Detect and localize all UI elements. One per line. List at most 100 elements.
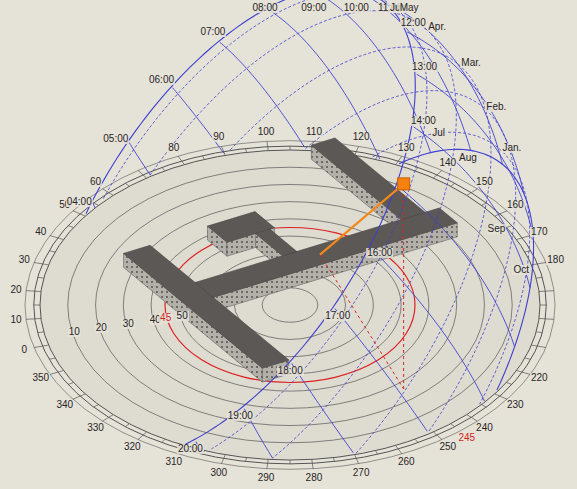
azimuth-tick [536, 277, 542, 279]
azimuth-tick [290, 460, 291, 464]
hour-line [354, 0, 471, 150]
azimuth-ring [40, 150, 540, 460]
hour-line [220, 42, 305, 147]
hour-line [371, 248, 484, 401]
azimuth-label: 90 [212, 132, 225, 142]
azimuth-tick [68, 226, 73, 228]
azimuth-tick [34, 262, 48, 264]
azimuth-tick [34, 345, 48, 347]
ground-rings [25, 141, 555, 470]
month-label: Oct [512, 265, 530, 275]
hour-line [314, 0, 431, 153]
azimuth-tick [267, 459, 268, 468]
altitude-label: 10 [68, 327, 81, 337]
azimuth-label: 250 [438, 442, 457, 452]
azimuth-tick [467, 415, 478, 422]
month-label: Jan. [501, 143, 522, 153]
azimuth-label: 10 [10, 315, 23, 325]
azimuth-tick [482, 203, 487, 205]
hour-line [335, 309, 427, 432]
azimuth-tick [536, 331, 542, 333]
azimuth-tick [49, 251, 55, 252]
declination-path [86, 0, 415, 444]
hour-label: 07:00 [199, 27, 226, 37]
azimuth-label: 80 [167, 143, 180, 153]
azimuth-tick [162, 167, 165, 170]
month-label: Mar. [460, 58, 481, 68]
declination-path [230, 47, 491, 455]
declination-path [305, 91, 515, 433]
declination-path [399, 149, 533, 390]
azimuth-projection [320, 255, 404, 389]
hour-label: 13:00 [411, 62, 438, 72]
azimuth-label: 100 [257, 127, 276, 137]
azimuth-tick [202, 156, 204, 160]
azimuth-label: 20 [10, 285, 23, 295]
azimuth-tick [38, 277, 44, 279]
azimuth-tick [267, 141, 268, 150]
azimuth-label: 120 [352, 132, 371, 142]
azimuth-tick [103, 415, 114, 422]
azimuth-tick [451, 183, 455, 186]
sun-marker [398, 178, 410, 190]
azimuth-ring [25, 141, 555, 470]
azimuth-label: 260 [397, 457, 416, 467]
azimuth-tick [68, 383, 73, 385]
month-label: Jul [431, 128, 446, 138]
azimuth-tick [26, 318, 41, 320]
azimuth-tick [125, 424, 129, 427]
altitude-label: 45 [159, 313, 172, 323]
building-roof [195, 208, 457, 297]
azimuth-tick [333, 458, 334, 462]
building [124, 138, 458, 382]
building-roof [311, 138, 425, 220]
azimuth-label: 330 [86, 423, 105, 433]
azimuth-tick [26, 290, 41, 292]
altitude-label: 30 [122, 319, 135, 329]
hour-line [268, 9, 380, 159]
azimuth-tick [50, 236, 64, 240]
azimuth-tick [138, 432, 147, 440]
hour-label: 19:00 [227, 411, 254, 421]
azimuth-tick [34, 305, 40, 306]
month-label: Apr. [427, 22, 447, 32]
hour-label: 20:00 [177, 444, 204, 454]
hour-line [407, 32, 524, 193]
azimuth-tick [312, 459, 313, 468]
hour-label: 10:00 [343, 3, 370, 13]
hour-line [386, 3, 503, 164]
hour-label: 17:00 [324, 311, 351, 321]
month-label: Aug [458, 153, 478, 163]
azimuth-tick [539, 290, 554, 292]
hour-label: 14:00 [410, 116, 437, 126]
azimuth-tick [517, 236, 531, 240]
month-label: Sep [487, 224, 507, 234]
azimuth-label: 0 [21, 345, 29, 355]
altitude-ring [68, 167, 512, 443]
azimuth-tick [246, 458, 247, 462]
azimuth-label: 60 [89, 177, 102, 187]
azimuth-tick [125, 183, 129, 186]
altitude-ring [123, 202, 456, 409]
azimuth-tick [433, 170, 442, 178]
azimuth-label: 280 [305, 473, 324, 483]
azimuth-label: 310 [164, 457, 183, 467]
azimuth-label: 290 [257, 473, 276, 483]
azimuth-label: 150 [475, 177, 494, 187]
azimuth-label: 270 [352, 468, 371, 478]
azimuth-tick [103, 189, 114, 196]
azimuth-label: 170 [530, 227, 549, 237]
azimuth-tick [355, 455, 359, 464]
azimuth-tick [507, 383, 512, 385]
hour-label: 06:00 [148, 75, 175, 85]
azimuth-tick [467, 189, 478, 196]
azimuth-label: 300 [210, 468, 229, 478]
hour-label: 05:00 [102, 134, 129, 144]
hour-label: 04:00 [66, 197, 93, 207]
azimuth-tick [531, 262, 545, 264]
sun-position [320, 178, 410, 389]
azimuth-tick [94, 405, 99, 407]
azimuth-label: 180 [546, 255, 565, 265]
azimuth-tick [162, 439, 165, 442]
declination-path [103, 0, 427, 449]
